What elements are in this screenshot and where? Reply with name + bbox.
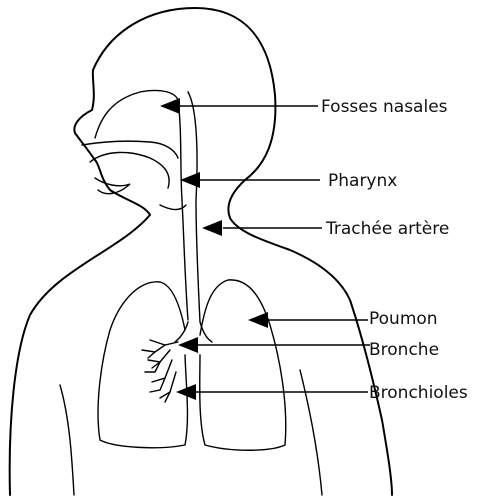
label-bronchioles: Bronchioles <box>369 383 468 403</box>
lung-left <box>98 282 187 448</box>
palate <box>82 141 178 158</box>
label-poumon: Poumon <box>369 309 438 329</box>
leader-bronchioles <box>176 384 368 400</box>
bronchioles-tree <box>142 340 178 402</box>
airway-left-wall <box>178 100 188 320</box>
lung-right <box>200 280 286 450</box>
airway-right-wall <box>188 92 200 322</box>
tongue <box>90 152 169 188</box>
leader-trachee-artere <box>202 220 322 236</box>
leader-pharynx <box>180 172 320 188</box>
arm-contour-2 <box>60 385 74 495</box>
label-bronche: Bronche <box>369 340 439 360</box>
label-pharynx: Pharynx <box>328 171 397 191</box>
leader-fosses-nasales <box>160 98 318 114</box>
leader-poumon <box>248 312 368 328</box>
label-fosses-nasales: Fosses nasales <box>321 97 448 117</box>
label-trachee-artere: Trachée artère <box>326 219 449 239</box>
arm-contour <box>300 370 322 495</box>
nasal-cavity <box>95 90 178 138</box>
